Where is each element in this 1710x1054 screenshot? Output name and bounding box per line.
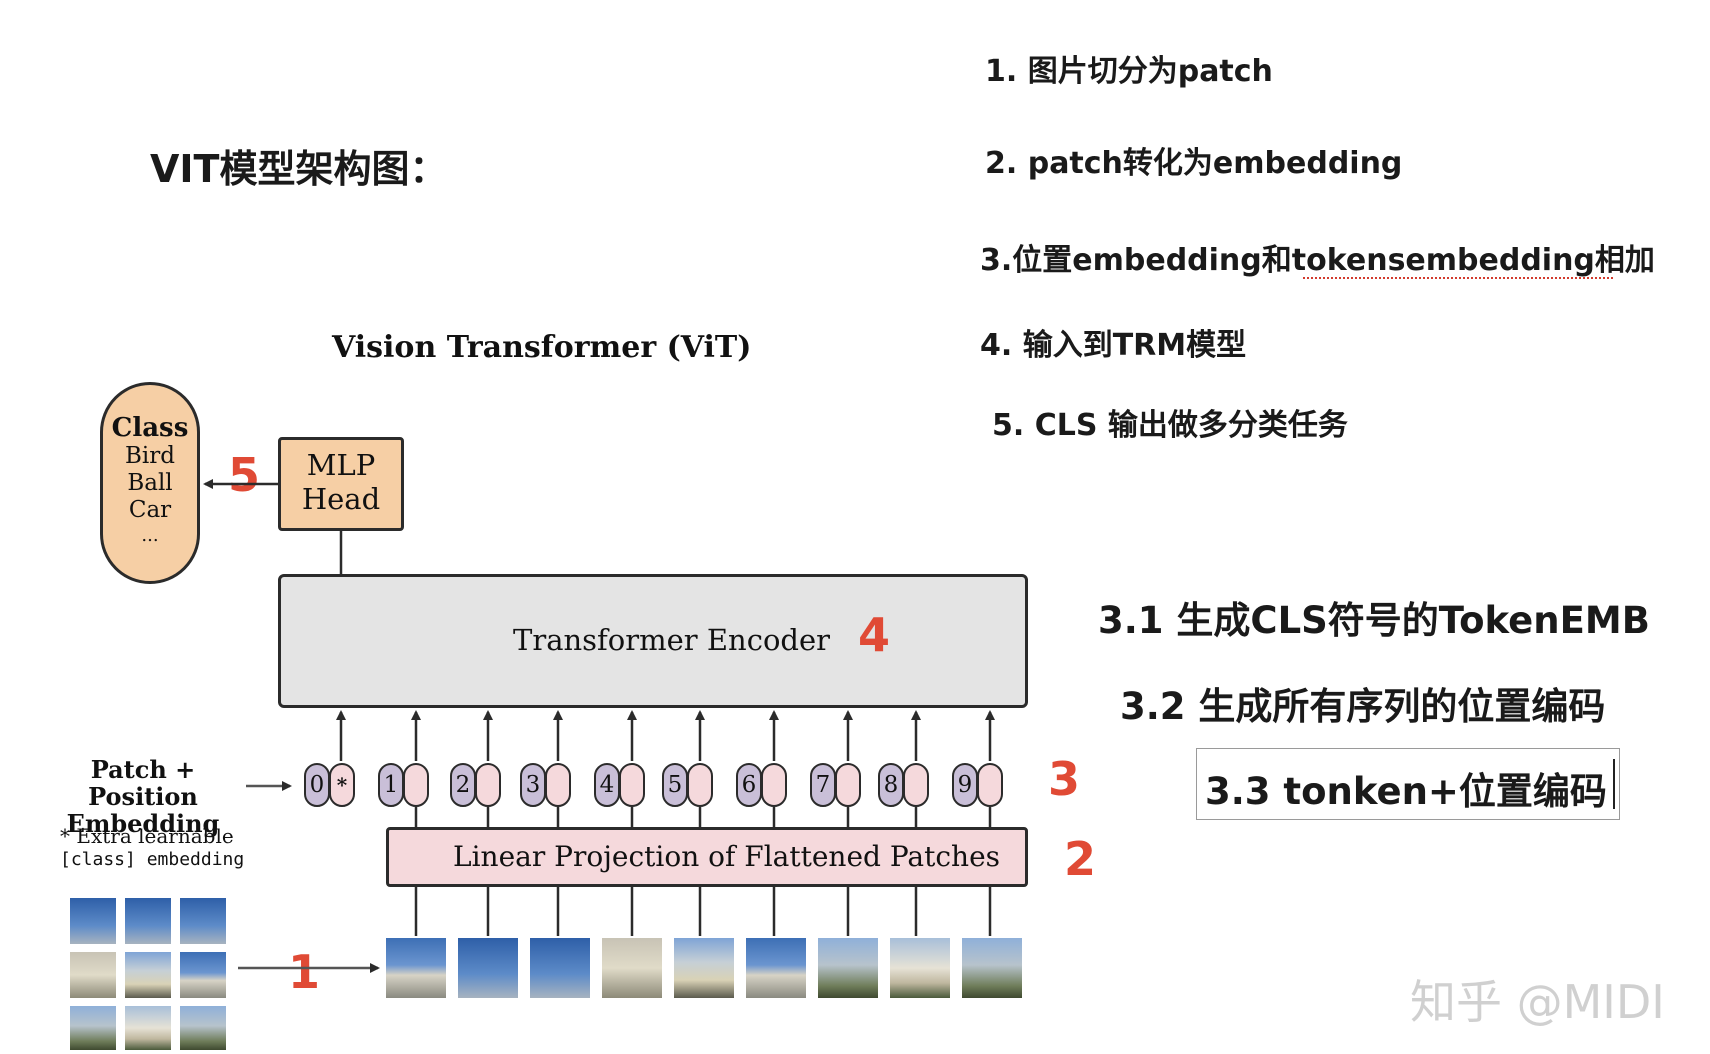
grid-patch-2 bbox=[125, 898, 171, 944]
token-5-embedding bbox=[687, 763, 713, 807]
patch-image-5 bbox=[674, 938, 734, 998]
class-item-bird: Bird bbox=[125, 443, 175, 469]
grid-patch-8 bbox=[125, 1006, 171, 1050]
token-6: 6 bbox=[736, 763, 788, 807]
text-cursor bbox=[1613, 759, 1615, 809]
substep-3-2-text: 3.2 生成所有序列的位置编码 bbox=[1120, 685, 1606, 728]
mlp-label: MLP bbox=[306, 448, 376, 482]
step-number-2: 2 bbox=[1064, 832, 1097, 886]
substep-3-3-box[interactable]: 3.3 tonken+位置编码 bbox=[1196, 748, 1620, 820]
watermark: 知乎 @MIDI bbox=[1410, 975, 1665, 1029]
token-9-embedding bbox=[977, 763, 1003, 807]
mlp-head-box: MLP Head bbox=[278, 437, 404, 531]
token-7-position: 7 bbox=[810, 763, 836, 807]
step-2-text: 2. patch转化为embedding bbox=[985, 146, 1403, 181]
encoder-label: Transformer Encoder bbox=[513, 623, 830, 657]
patch-image-8 bbox=[890, 938, 950, 998]
token-9-position: 9 bbox=[952, 763, 978, 807]
token-7-embedding bbox=[835, 763, 861, 807]
step-3-text: 3.位置embedding和tokensembedding相加 bbox=[980, 243, 1655, 278]
token-9: 9 bbox=[952, 763, 1004, 807]
grid-patch-9 bbox=[180, 1006, 226, 1050]
patch-image-9 bbox=[962, 938, 1022, 998]
patch-image-2 bbox=[458, 938, 518, 998]
spellcheck-underline bbox=[1303, 277, 1613, 279]
linear-projection-label: Linear Projection of Flattened Patches bbox=[453, 840, 1001, 873]
token-3: 3 bbox=[520, 763, 572, 807]
patch-image-1 bbox=[386, 938, 446, 998]
patch-image-7 bbox=[818, 938, 878, 998]
token-1-position: 1 bbox=[378, 763, 404, 807]
token-class-position: 0 bbox=[304, 763, 330, 807]
linear-projection-box: Linear Projection of Flattened Patches bbox=[386, 827, 1028, 887]
class-item-car: Car bbox=[128, 497, 172, 523]
class-item-ball: Ball bbox=[127, 470, 173, 496]
token-4: 4 bbox=[594, 763, 646, 807]
extra-note-line2: [class] embedding bbox=[60, 849, 245, 870]
patch-image-3 bbox=[530, 938, 590, 998]
token-1-embedding bbox=[403, 763, 429, 807]
token-8-position: 8 bbox=[878, 763, 904, 807]
token-8: 8 bbox=[878, 763, 930, 807]
patch-image-4 bbox=[602, 938, 662, 998]
token-5: 5 bbox=[662, 763, 714, 807]
patch-position-line2: Embedding bbox=[66, 809, 220, 838]
step-number-1: 1 bbox=[288, 945, 321, 999]
class-item-more: ... bbox=[141, 525, 159, 546]
page-title: VIT模型架构图： bbox=[150, 147, 448, 191]
token-3-embedding bbox=[545, 763, 571, 807]
token-6-embedding bbox=[761, 763, 787, 807]
token-4-embedding bbox=[619, 763, 645, 807]
token-5-position: 5 bbox=[662, 763, 688, 807]
token-2-position: 2 bbox=[450, 763, 476, 807]
token-class: 0 * bbox=[304, 763, 356, 807]
head-label: Head bbox=[301, 482, 381, 516]
class-output-box: Class Bird Ball Car ... bbox=[100, 382, 200, 584]
extra-learnable-note: * Extra learnable [class] embedding bbox=[60, 824, 244, 872]
token-class-embedding: * bbox=[329, 763, 355, 807]
step-1-text: 1. 图片切分为patch bbox=[985, 54, 1273, 89]
grid-patch-5 bbox=[125, 952, 171, 998]
token-4-position: 4 bbox=[594, 763, 620, 807]
transformer-encoder-box: Transformer Encoder bbox=[278, 574, 1028, 708]
token-7: 7 bbox=[810, 763, 862, 807]
patch-position-label: Patch + Position Embedding bbox=[40, 756, 246, 837]
patch-position-line1: Patch + Position bbox=[88, 755, 198, 811]
token-1: 1 bbox=[378, 763, 430, 807]
token-2: 2 bbox=[450, 763, 502, 807]
step-number-3: 3 bbox=[1048, 752, 1081, 806]
step-5-text: 5. CLS 输出做多分类任务 bbox=[992, 408, 1348, 443]
extra-note-line1: * Extra learnable bbox=[60, 824, 234, 848]
grid-patch-7 bbox=[70, 1006, 116, 1050]
step-number-4: 4 bbox=[858, 608, 891, 662]
token-6-position: 6 bbox=[736, 763, 762, 807]
grid-patch-3 bbox=[180, 898, 226, 944]
class-heading: Class bbox=[111, 413, 189, 443]
patch-image-6 bbox=[746, 938, 806, 998]
step-number-5: 5 bbox=[228, 448, 261, 502]
token-2-embedding bbox=[475, 763, 501, 807]
substep-3-3-text: 3.3 tonken+位置编码 bbox=[1205, 770, 1607, 813]
grid-patch-6 bbox=[180, 952, 226, 998]
substep-3-1-text: 3.1 生成CLS符号的TokenEMB bbox=[1098, 599, 1650, 642]
diagram-title: Vision Transformer (ViT) bbox=[332, 330, 752, 365]
token-8-embedding bbox=[903, 763, 929, 807]
grid-patch-4 bbox=[70, 952, 116, 998]
step-4-text: 4. 输入到TRM模型 bbox=[980, 328, 1247, 363]
token-3-position: 3 bbox=[520, 763, 546, 807]
grid-patch-1 bbox=[70, 898, 116, 944]
